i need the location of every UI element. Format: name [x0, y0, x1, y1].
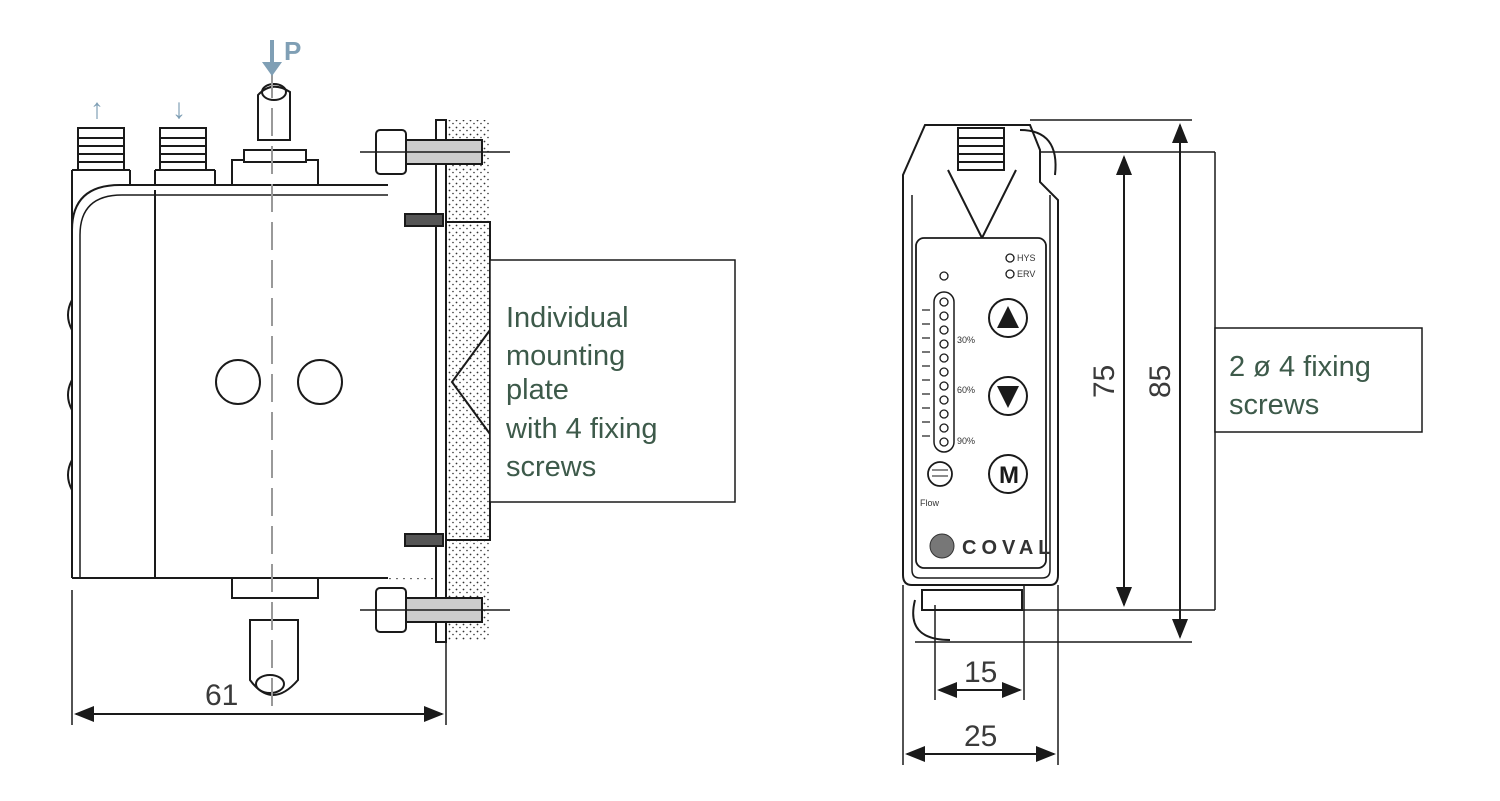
screw-top	[360, 129, 510, 175]
front-callout-text: 2 ø 4 fixing screws	[1229, 351, 1371, 421]
flow-label: Flow	[920, 498, 940, 508]
side-callout-line: screws	[506, 451, 596, 483]
led-label-erv: ERV	[1017, 269, 1035, 279]
side-callout-box	[489, 259, 736, 503]
triangle-down-icon	[997, 386, 1019, 408]
dim-75: 75	[1088, 365, 1121, 398]
dim-85: 85	[1144, 365, 1177, 398]
port-down-arrow-icon: ↓	[172, 93, 186, 124]
side-callout-line: Individual	[506, 302, 629, 334]
side-callout-line: plate	[506, 374, 569, 406]
hole-left	[215, 359, 261, 405]
screw-bottom	[360, 587, 510, 633]
mode-button[interactable]: M	[988, 454, 1028, 494]
pressure-label: P	[284, 36, 301, 66]
side-callout-line: mounting	[506, 340, 625, 372]
scale-label-30: 30%	[957, 335, 975, 345]
dim-15: 15	[964, 656, 997, 689]
front-dimension-lines	[902, 119, 1423, 765]
front-view	[902, 124, 1059, 641]
scale-label-90: 90%	[957, 436, 975, 446]
front-callout-line: screws	[1229, 389, 1319, 421]
triangle-up-icon	[997, 306, 1019, 328]
coval-logo-dot	[929, 533, 955, 559]
front-connector	[957, 127, 1005, 171]
width-dim-61: 61	[205, 679, 238, 712]
flow-knob[interactable]	[927, 461, 953, 487]
side-view	[67, 70, 736, 725]
connector-right	[159, 127, 207, 171]
connector-left	[77, 127, 125, 171]
side-callout-line: with 4 fixing	[505, 413, 658, 445]
front-callout-line: 2 ø 4 fixing	[1229, 351, 1371, 383]
hole-right	[297, 359, 343, 405]
port-up-arrow-icon: ↑	[90, 93, 104, 124]
led-scale-ticks	[922, 309, 930, 437]
mode-button-label: M	[999, 462, 1019, 489]
down-button[interactable]	[988, 376, 1028, 416]
side-callout-text: Individual mounting plate with 4 fixing …	[505, 302, 658, 483]
led-label-hys: HYS	[1017, 253, 1036, 263]
brand-label: COVAL	[962, 537, 1056, 559]
up-button[interactable]	[988, 298, 1028, 338]
scale-label-60: 60%	[957, 385, 975, 395]
led-indicators	[939, 253, 1015, 447]
dim-25: 25	[964, 720, 997, 753]
pressure-arrow-icon	[262, 40, 282, 76]
